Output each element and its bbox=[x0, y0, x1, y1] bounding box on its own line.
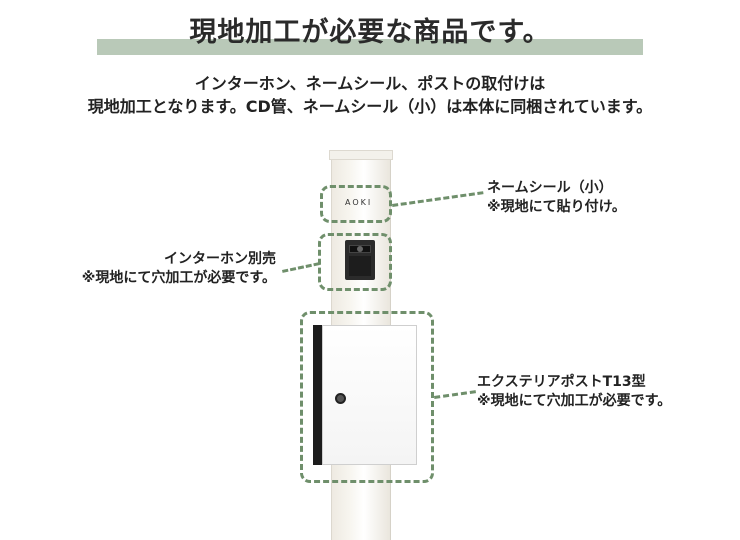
post-label: エクステリアポストT13型 ※現地にて穴加工が必要です。 bbox=[477, 373, 671, 411]
intercom-speaker bbox=[349, 256, 371, 276]
nameplate-highlight bbox=[320, 185, 392, 223]
nameplate-leader-line bbox=[392, 191, 484, 207]
intro-line-2: 現地加工となります。CD管、ネームシール（小）は本体に同梱されています。 bbox=[87, 97, 653, 116]
mailbox-highlight bbox=[300, 311, 434, 483]
mailbox-leader-line bbox=[434, 390, 477, 399]
intro-line-1: インターホン、ネームシール、ポストの取付けは bbox=[194, 74, 546, 93]
nameplate-text: AOKI bbox=[345, 198, 373, 207]
name-seal-label-line-1: ネームシール（小） bbox=[487, 180, 613, 196]
title-highlight-bar bbox=[97, 39, 643, 55]
intercom-button-icon bbox=[357, 246, 363, 252]
post-label-line-2: ※現地にて穴加工が必要です。 bbox=[477, 393, 672, 409]
name-seal-label-line-2: ※現地にて貼り付け。 bbox=[487, 199, 626, 215]
title-area: 現地加工が必要な商品です。 bbox=[0, 6, 740, 56]
post-pole-cap bbox=[329, 150, 393, 160]
page-title: 現地加工が必要な商品です。 bbox=[189, 17, 551, 48]
intercom-label: インターホン別売 ※現地にて穴加工が必要です。 bbox=[40, 250, 276, 288]
intercom-leader-line bbox=[282, 262, 320, 273]
intercom-label-line-1: インターホン別売 bbox=[164, 251, 276, 267]
post-label-line-1: エクステリアポストT13型 bbox=[477, 374, 646, 390]
intro-text: インターホン、ネームシール、ポストの取付けは 現地加工となります。CD管、ネーム… bbox=[0, 72, 740, 118]
intercom-highlight bbox=[318, 233, 392, 291]
lock-icon bbox=[335, 393, 346, 404]
intercom-unit bbox=[345, 240, 375, 280]
intercom-label-line-2: ※現地にて穴加工が必要です。 bbox=[81, 270, 276, 286]
name-seal-label: ネームシール（小） ※現地にて貼り付け。 bbox=[487, 179, 626, 217]
